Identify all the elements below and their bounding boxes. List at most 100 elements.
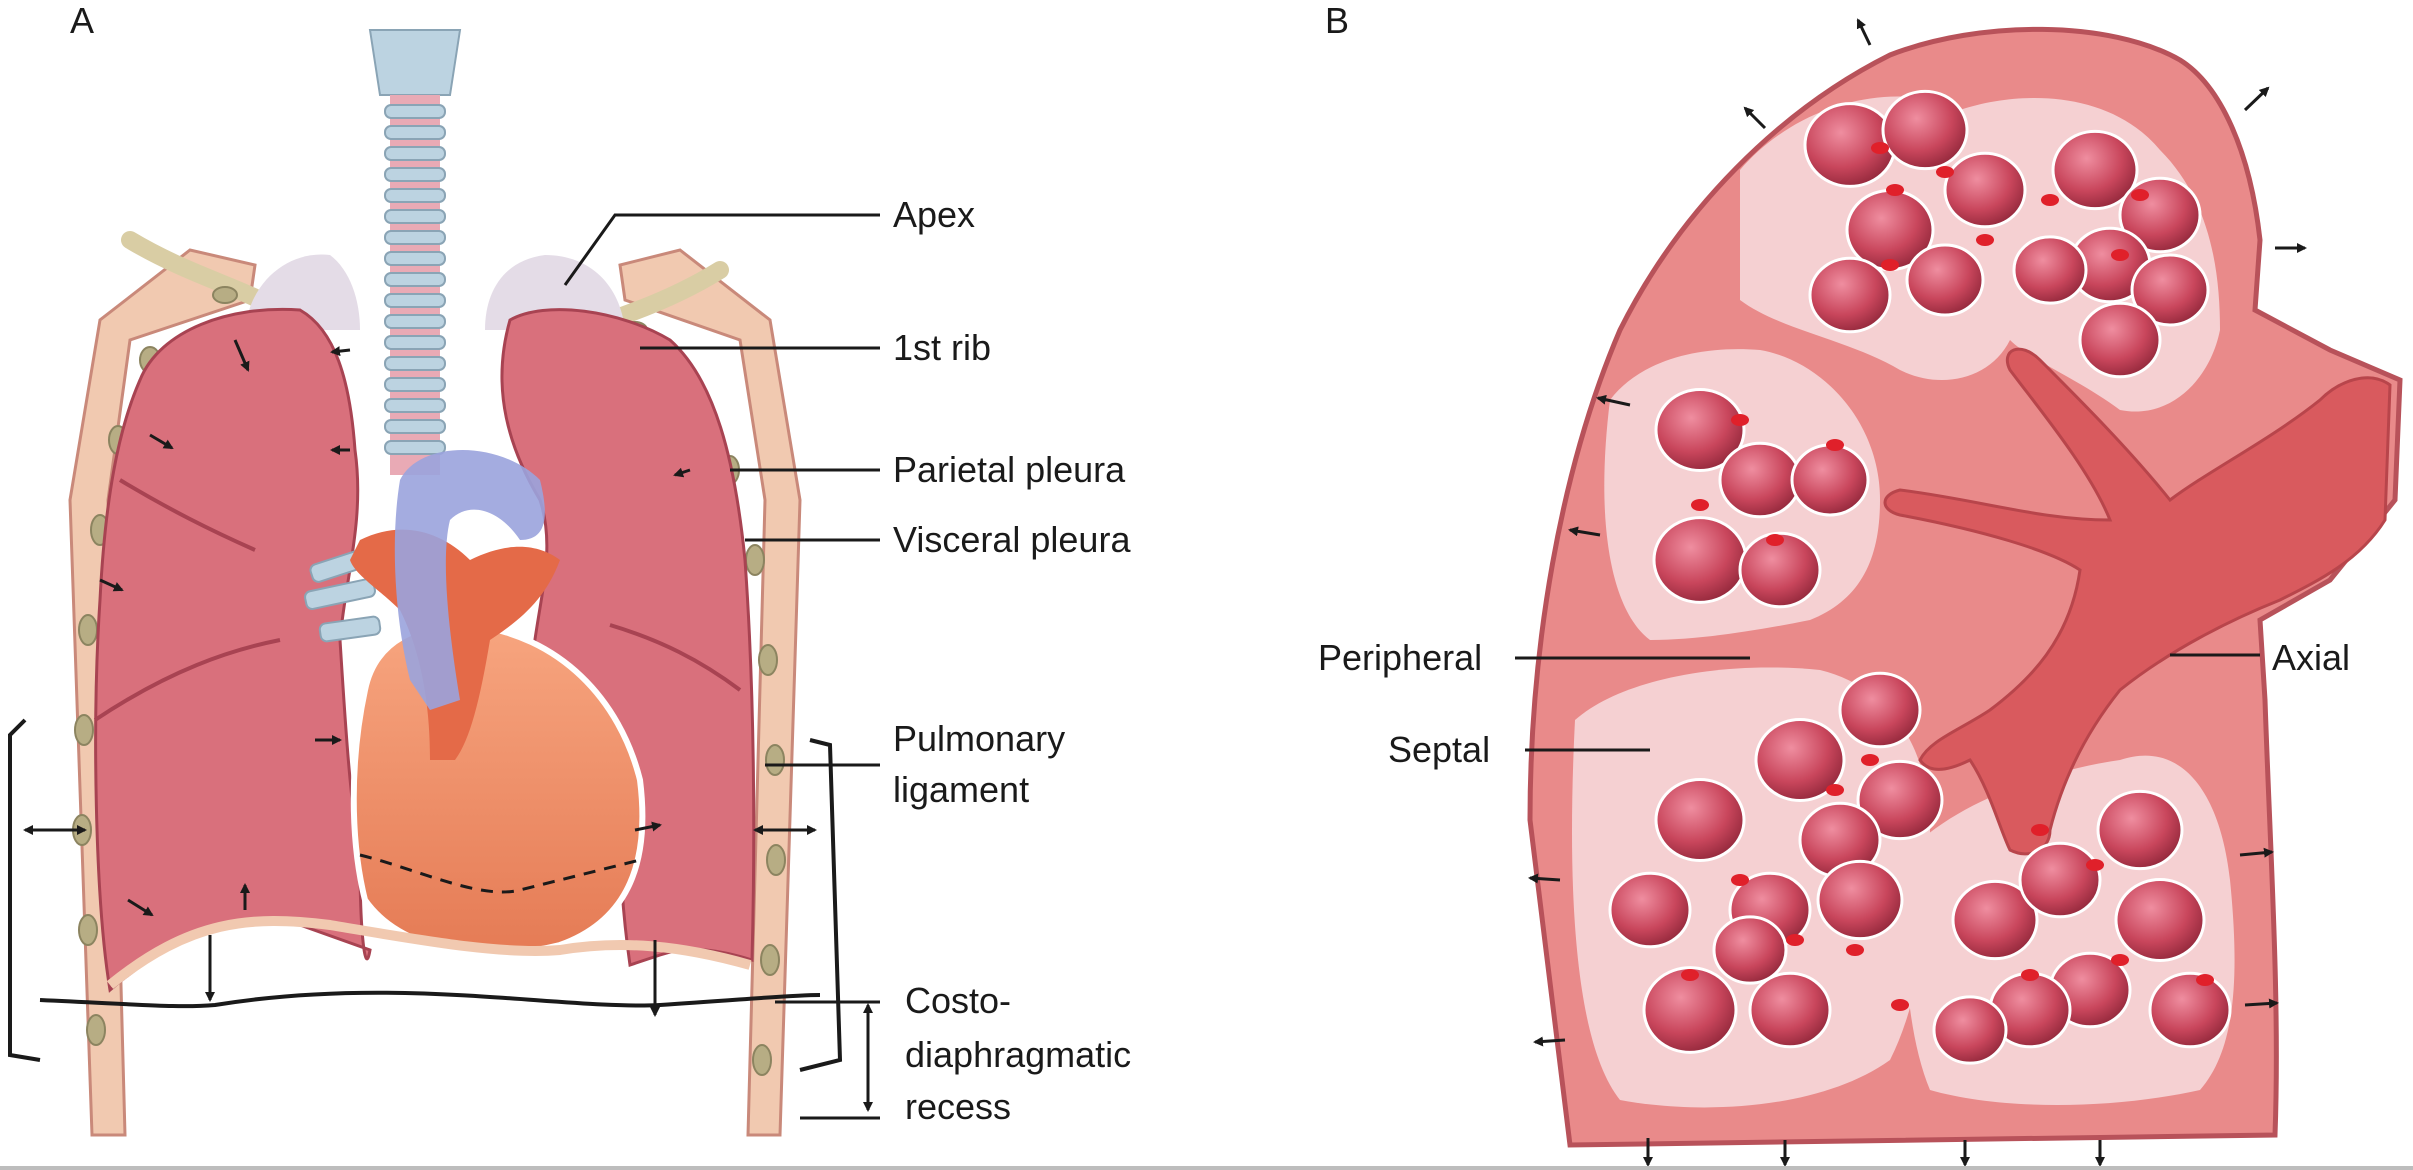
- panel-a-thorax: [8, 29, 880, 1137]
- label-recess: recess: [905, 1086, 1012, 1127]
- alveolus: [2114, 878, 2206, 962]
- capillary: [1861, 754, 1879, 766]
- capillary: [2196, 974, 2214, 986]
- trachea-ring: [384, 293, 446, 308]
- alveolus: [1642, 966, 1738, 1054]
- capillary: [1936, 166, 1954, 178]
- trachea-ring: [384, 104, 446, 119]
- trachea-ring: [384, 230, 446, 245]
- trachea-ring: [384, 440, 446, 455]
- capillary: [2131, 189, 2149, 201]
- capillary: [1766, 534, 1784, 546]
- alveolus: [1608, 871, 1692, 949]
- capillary: [2111, 954, 2129, 966]
- capillary: [2021, 969, 2039, 981]
- superior-vena-cava-aorta: [394, 450, 545, 710]
- movement-arrows-b: [1528, 18, 2307, 1167]
- alveolus: [1712, 915, 1788, 985]
- leaders-a: [563, 213, 880, 1120]
- alveolus: [2051, 129, 2139, 211]
- capillary: [1731, 414, 1749, 426]
- trachea-ring: [384, 335, 446, 350]
- capillary: [1881, 259, 1899, 271]
- right-lung: [94, 307, 372, 993]
- trachea-ring: [384, 272, 446, 287]
- label-axial: Axial: [2272, 637, 2351, 678]
- panel-a-letter: A: [70, 0, 95, 41]
- label-first-rib: 1st rib: [893, 327, 992, 368]
- trachea-ring: [384, 314, 446, 329]
- alveolus: [2148, 971, 2232, 1049]
- label-costo: Costo-: [905, 980, 1012, 1021]
- capillary: [1691, 499, 1709, 511]
- capillary: [1871, 142, 1889, 154]
- alveoli: [1608, 89, 2232, 1065]
- alveolus: [1881, 89, 1969, 171]
- label-apex: Apex: [893, 194, 976, 235]
- alveolus: [1718, 441, 1802, 519]
- label-septal: Septal: [1388, 729, 1491, 770]
- alveolus: [1943, 151, 2027, 229]
- left-first-rib: [121, 231, 269, 309]
- trachea-ring: [384, 167, 446, 182]
- capillary: [1846, 944, 1864, 956]
- alveolus: [1856, 759, 1944, 841]
- alveolus: [2130, 253, 2210, 327]
- panel-b-letter: B: [1325, 0, 1350, 41]
- movement-arrows-a: [23, 339, 873, 1112]
- label-parietal-pleura: Parietal pleura: [893, 449, 1126, 490]
- panel-b-lobule: [1515, 18, 2403, 1167]
- alveolus: [1816, 859, 1904, 941]
- trachea-ring: [384, 377, 446, 392]
- alveolus: [1932, 995, 2008, 1065]
- diaphragm-lower: [39, 990, 821, 1009]
- alveolus: [1748, 971, 1832, 1049]
- label-pulmonary: Pulmonary: [893, 718, 1066, 759]
- capillary: [2031, 824, 2049, 836]
- bottom-rule: [0, 1166, 2413, 1170]
- diaphragm-upper: [106, 916, 752, 989]
- trachea-ring: [384, 419, 446, 434]
- alveolus: [1838, 671, 1922, 749]
- alveolus: [1905, 243, 1985, 317]
- trachea-ring: [384, 251, 446, 266]
- capillary: [2111, 249, 2129, 261]
- capillary: [1976, 234, 1994, 246]
- alveolus: [1808, 256, 1892, 334]
- trachea-ring: [384, 356, 446, 371]
- alveolus: [2078, 301, 2162, 379]
- trachea-ring: [384, 398, 446, 413]
- trachea-ring: [384, 146, 446, 161]
- trachea-ring: [384, 209, 446, 224]
- label-ligament: ligament: [893, 769, 1030, 810]
- alveolus: [2012, 235, 2088, 305]
- alveolus: [1654, 388, 1746, 472]
- capillary: [1786, 934, 1804, 946]
- alveolus: [1790, 443, 1870, 517]
- capillary: [2041, 194, 2059, 206]
- alveolus: [2018, 841, 2102, 919]
- capillary: [1886, 184, 1904, 196]
- trachea-ring: [384, 125, 446, 140]
- capillary: [1681, 969, 1699, 981]
- capillary: [1826, 439, 1844, 451]
- heart-dashed-boundary: [359, 853, 641, 894]
- label-peripheral: Peripheral: [1318, 637, 1483, 678]
- right-chest-wall: [618, 248, 802, 1137]
- alveolus: [1738, 531, 1822, 609]
- capillary: [1826, 784, 1844, 796]
- label-diaphragmatic: diaphragmatic: [905, 1034, 1132, 1075]
- alveolus: [1654, 778, 1746, 862]
- alveolus: [1754, 718, 1846, 802]
- alveolus: [1652, 516, 1748, 604]
- alveolus: [1951, 879, 2039, 961]
- trachea: [368, 29, 462, 475]
- trachea-ring: [384, 188, 446, 203]
- alveolus: [2096, 789, 2184, 871]
- capillary: [1891, 999, 1909, 1011]
- capillary: [2086, 859, 2104, 871]
- leaders-b: [1515, 653, 2260, 752]
- axial-bronchovascular-bundle: [1883, 347, 2392, 856]
